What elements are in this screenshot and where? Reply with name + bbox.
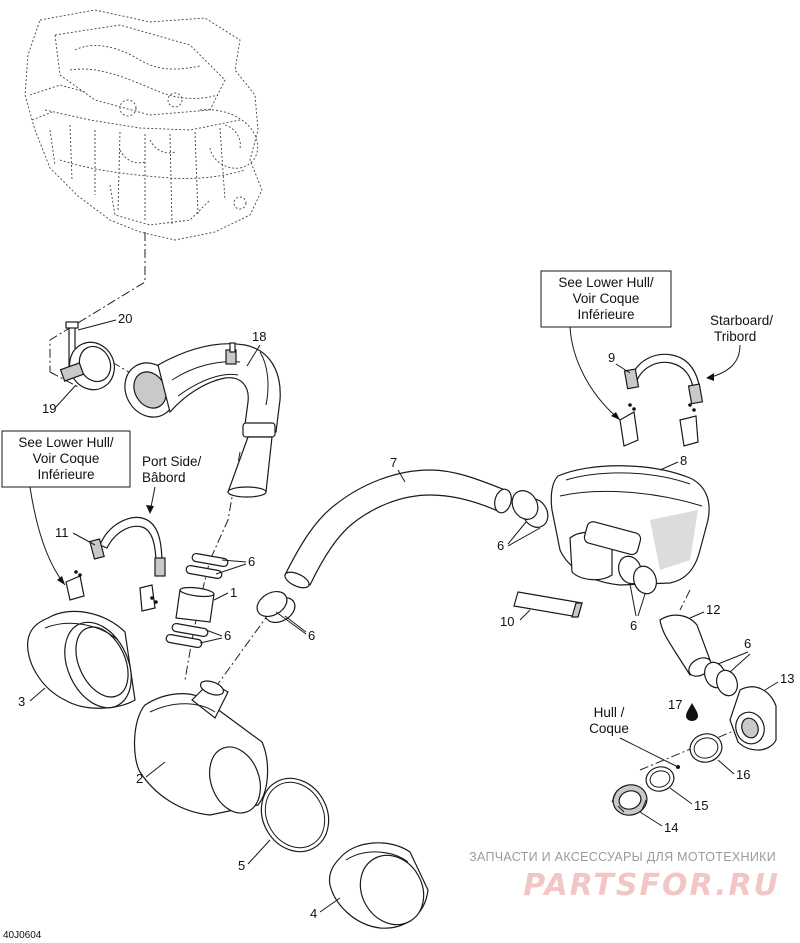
callout-6: 6 [308, 628, 315, 643]
part-6-clamps-elbow[interactable] [701, 659, 741, 698]
part-19-clamp[interactable] [59, 335, 123, 397]
callout-6: 6 [248, 554, 255, 569]
note-line: See Lower Hull/ [558, 275, 654, 290]
part-11-strap-port[interactable] [65, 516, 166, 612]
callout-1: 1 [230, 585, 237, 600]
part-6-clamps-muffler-outlet[interactable] [615, 553, 660, 597]
part-15-ring[interactable] [643, 764, 676, 794]
note-lower-hull-left: See Lower Hull/ Voir Coque Inférieure [1, 430, 131, 586]
note-line: Voir Coque [33, 451, 100, 466]
callout-9: 9 [608, 350, 615, 365]
callout-17: 17 [668, 697, 682, 712]
part-14-nut[interactable] [610, 781, 651, 819]
label-starboard: Starboard/ Tribord [706, 313, 773, 381]
label-line: Starboard/ [710, 313, 773, 328]
callout-8: 8 [680, 453, 687, 468]
callout-2: 2 [136, 771, 143, 786]
callout-6: 6 [630, 618, 637, 633]
part-6-clamps-center[interactable] [253, 586, 300, 627]
callout-19: 19 [42, 401, 56, 416]
part-3-cover[interactable] [27, 610, 145, 718]
part-6-clamps-muffler-inlet[interactable] [507, 486, 553, 532]
part-13-outlet[interactable] [729, 686, 777, 751]
callout-20: 20 [118, 311, 132, 326]
callout-10: 10 [500, 614, 514, 629]
callout-6: 6 [497, 538, 504, 553]
part-12-elbow[interactable] [659, 614, 714, 680]
label-line: Hull / [594, 705, 625, 720]
part-1-coupler[interactable] [175, 586, 215, 623]
label-hull: Hull / Coque [589, 705, 680, 769]
part-18-exhaust-pipe[interactable] [115, 342, 281, 498]
part-5-clamp-ring[interactable] [248, 766, 341, 864]
note-line: Voir Coque [573, 291, 640, 306]
callouts: 20 19 18 7 8 9 6 6 1 6 6 11 10 6 12 6 13 [18, 311, 794, 921]
label-line: Port Side/ [142, 454, 202, 469]
callout-7: 7 [390, 455, 397, 470]
callout-12: 12 [706, 602, 720, 617]
label-line: Bâbord [142, 470, 186, 485]
note-line: Inférieure [37, 467, 94, 482]
note-lower-hull-top: See Lower Hull/ Voir Coque Inférieure [540, 270, 672, 421]
part-4-end-cap[interactable] [328, 842, 435, 936]
part-17-sealant-drop-icon [686, 703, 698, 721]
engine-outline [24, 9, 263, 241]
watermark: ЗАПЧАСТИ И АКСЕССУАРЫ ДЛЯ МОТОТЕХНИКИ PA… [469, 850, 780, 903]
callout-15: 15 [694, 798, 708, 813]
note-line: Inférieure [577, 307, 634, 322]
callout-6: 6 [224, 628, 231, 643]
watermark-caption: ЗАПЧАСТИ И АКСЕССУАРЫ ДЛЯ МОТОТЕХНИКИ [469, 850, 776, 864]
callout-3: 3 [18, 694, 25, 709]
part-6-clamps-upper[interactable] [185, 552, 229, 580]
callout-18: 18 [252, 329, 266, 344]
callout-14: 14 [664, 820, 678, 835]
callout-6: 6 [744, 636, 751, 651]
note-line: See Lower Hull/ [18, 435, 114, 450]
callout-11: 11 [55, 525, 69, 540]
callout-16: 16 [736, 767, 750, 782]
part-16-o-ring[interactable] [687, 730, 725, 765]
label-line: Coque [589, 721, 629, 736]
label-port-side: Port Side/ Bâbord [142, 454, 202, 514]
callout-4: 4 [310, 906, 317, 921]
part-2-muffler-body[interactable] [133, 678, 270, 820]
callout-13: 13 [780, 671, 794, 686]
part-6-clamps-lower[interactable] [165, 622, 209, 649]
part-9-strap-starboard[interactable] [619, 353, 704, 447]
diagram-code: 40J0604 [3, 930, 42, 941]
part-8-muffler[interactable] [550, 465, 710, 586]
part-10-strap[interactable] [513, 591, 583, 618]
part-7-hose[interactable] [283, 469, 514, 591]
callout-5: 5 [238, 858, 245, 873]
watermark-logo: PARTSFOR.RU [523, 868, 780, 903]
label-line: Tribord [714, 329, 756, 344]
